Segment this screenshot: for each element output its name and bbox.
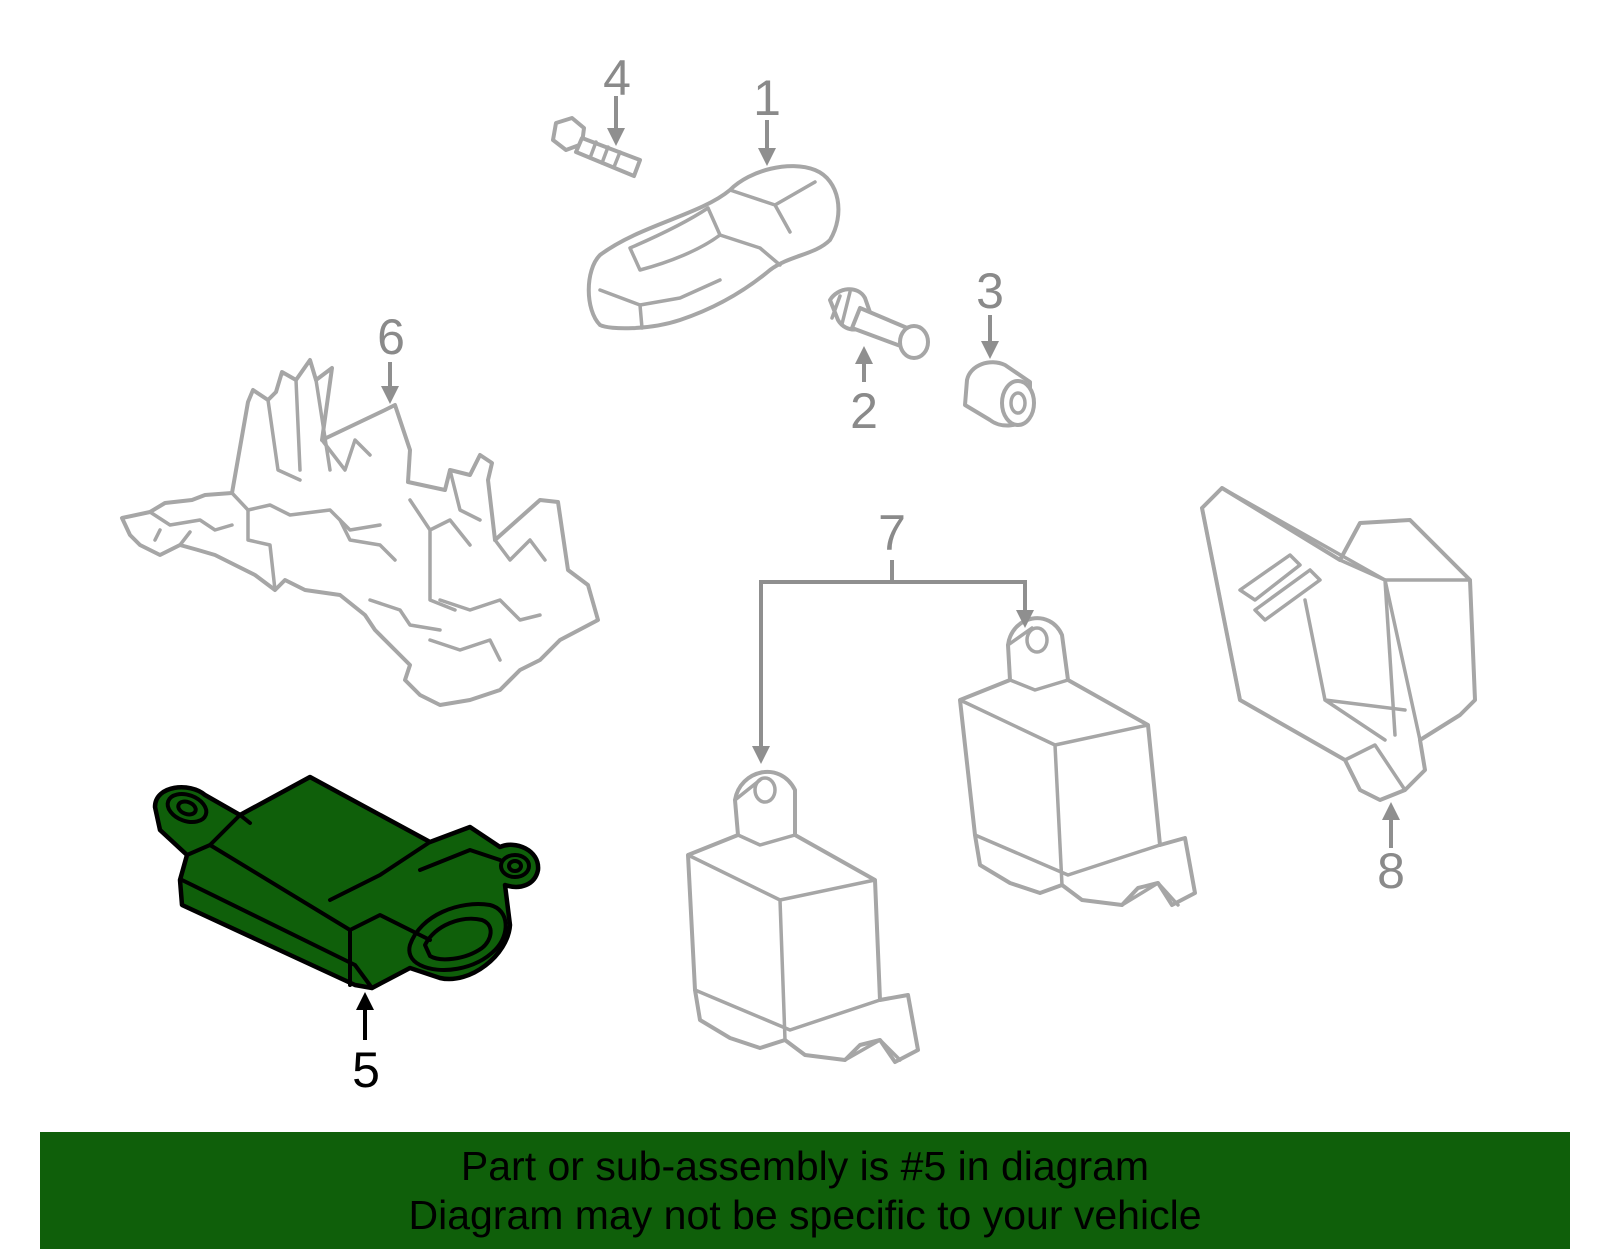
arrow-3: [981, 341, 999, 359]
arrow-7-right: [1016, 610, 1034, 628]
callout-2[interactable]: 2: [850, 383, 878, 439]
callout-5[interactable]: 5: [352, 1042, 380, 1098]
arrow-1: [758, 148, 776, 166]
callout-7[interactable]: 7: [878, 505, 906, 561]
info-banner: Part or sub-assembly is #5 in diagram Di…: [40, 1132, 1570, 1249]
arrow-4: [607, 128, 625, 146]
banner-line-2: Diagram may not be specific to your vehi…: [408, 1192, 1202, 1238]
part-6-bracket[interactable]: [120, 358, 600, 707]
part-7-module-left[interactable]: [686, 770, 920, 1064]
arrow-5: [356, 992, 374, 1010]
arrow-6: [381, 386, 399, 404]
part-2-valve[interactable]: [828, 287, 930, 360]
part-8-housing[interactable]: [1200, 486, 1477, 802]
arrow-7-left: [752, 746, 770, 764]
banner-line-1: Part or sub-assembly is #5 in diagram: [460, 1143, 1150, 1189]
callout-6[interactable]: 6: [377, 309, 405, 365]
arrow-2: [855, 346, 873, 364]
callout-8[interactable]: 8: [1377, 843, 1405, 899]
arrow-8: [1382, 802, 1400, 820]
part-7-module-right[interactable]: [958, 616, 1197, 907]
part-3-cap[interactable]: [963, 360, 1036, 428]
callout-4[interactable]: 4: [603, 50, 631, 106]
callout-1[interactable]: 1: [753, 70, 781, 126]
part-1-sensor[interactable]: [586, 164, 841, 331]
part-4-bolt[interactable]: [551, 116, 642, 178]
parts-diagram: 4 1 2 3: [120, 50, 1477, 1098]
part-5-module[interactable]: [152, 774, 541, 991]
callout-3[interactable]: 3: [976, 263, 1004, 319]
